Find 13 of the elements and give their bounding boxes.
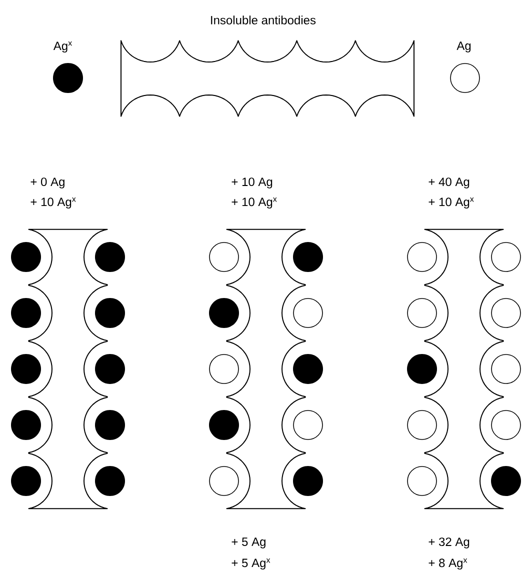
quantity-label: + 8 Ag$^{x}$ xyxy=(428,558,468,570)
antigen-label: Ag xyxy=(456,42,471,52)
quantity-label: + 5 Ag xyxy=(232,538,266,548)
quantity-label: + 5 Ag$^{x}$ xyxy=(232,558,270,570)
quantity-label: + 0 Ag xyxy=(30,178,64,188)
antigen-label: Ag$^{x}$ xyxy=(53,41,72,53)
quantity-label: + 10 Ag xyxy=(232,178,272,188)
quantity-label: + 10 Ag$^{x}$ xyxy=(30,197,76,209)
heading: Insoluble antibodies xyxy=(211,16,316,24)
quantity-label: + 10 Ag$^{x}$ xyxy=(232,197,277,209)
quantity-label: + 10 Ag$^{x}$ xyxy=(428,197,474,209)
quantity-label: + 32 Ag xyxy=(428,538,470,548)
quantity-label: + 40 Ag xyxy=(428,178,470,188)
